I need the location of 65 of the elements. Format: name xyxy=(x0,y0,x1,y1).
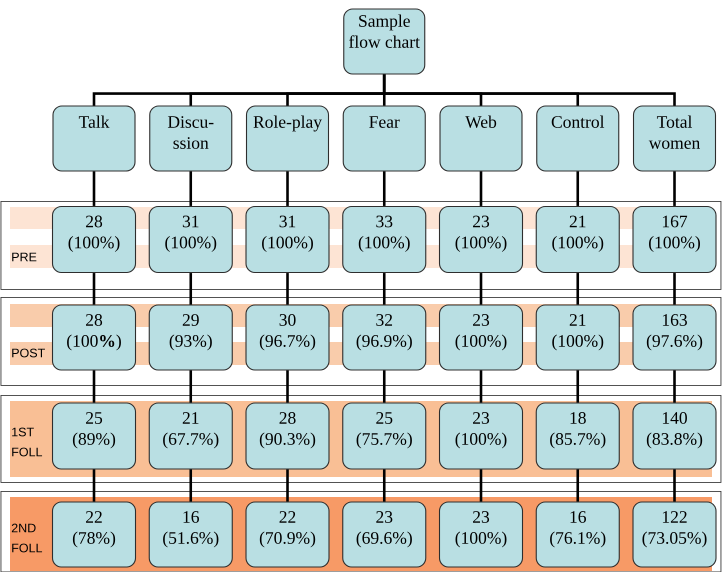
connector-line xyxy=(286,470,289,502)
rounded-box: 16 (76.1%) xyxy=(536,501,620,568)
rounded-box: Sample flow chart xyxy=(343,8,426,75)
connector-line xyxy=(286,370,289,402)
connector-line xyxy=(382,470,386,502)
connector-line xyxy=(92,172,96,206)
rounded-box: 140 (83.8%) xyxy=(632,402,717,470)
rounded-box: Control xyxy=(536,105,620,172)
connector-line xyxy=(576,273,580,304)
connector-line xyxy=(480,172,482,206)
connector-line xyxy=(673,172,676,206)
rounded-box: 16 (51.6%) xyxy=(148,501,233,568)
rounded-box: Discu- ssion xyxy=(149,105,232,172)
connector-line xyxy=(673,470,676,502)
rounded-box: 21 (67.7%) xyxy=(148,402,233,470)
rounded-box: 23 (100%) xyxy=(438,402,524,470)
rounded-box: 22 (78%) xyxy=(52,501,136,568)
connector-line xyxy=(382,273,386,304)
rounded-box: 23 (69.6%) xyxy=(342,501,426,568)
rounded-box: 21 (100%) xyxy=(536,304,620,371)
connector-line xyxy=(480,370,482,402)
connector-line xyxy=(480,273,482,304)
rounded-box: 33 (100%) xyxy=(342,206,426,274)
connector-line xyxy=(286,172,289,206)
connector-line xyxy=(92,370,96,402)
connector-line xyxy=(576,172,580,206)
rounded-box: 18 (85.7%) xyxy=(536,402,620,470)
rounded-box: Total women xyxy=(632,105,716,172)
connector-line xyxy=(576,470,580,502)
connector-line xyxy=(382,370,386,402)
connector-line xyxy=(189,370,192,402)
connector-line xyxy=(673,273,676,304)
rounded-box: 167 (100%) xyxy=(632,206,717,274)
rounded-box: Web xyxy=(439,105,523,172)
rounded-box: Fear xyxy=(342,105,426,172)
rounded-box: 30 (96.7%) xyxy=(245,304,330,371)
connector-line xyxy=(382,74,676,106)
connector-line xyxy=(92,470,96,502)
rounded-box: 25 (89%) xyxy=(52,402,136,470)
rounded-box: 29 (93%) xyxy=(148,304,233,371)
rounded-box: 163 (97.6%) xyxy=(632,304,717,371)
rounded-box: 122 (73.05%) xyxy=(632,501,717,568)
connector-line xyxy=(189,470,192,502)
rounded-box: 21 (100%) xyxy=(536,206,620,274)
connector-line xyxy=(382,172,386,206)
connector-line xyxy=(92,273,96,304)
rounded-box: 28 (100%) xyxy=(52,206,136,274)
connector-line xyxy=(673,370,676,402)
rounded-box: 23 (100%) xyxy=(438,501,524,568)
rounded-box: 31 (100%) xyxy=(148,206,233,274)
rounded-box: 23 (100%) xyxy=(438,206,524,274)
rounded-box: 28 (100%) xyxy=(52,304,136,371)
rounded-box: 25 (75.7%) xyxy=(342,402,426,470)
connector-line xyxy=(286,273,289,304)
rounded-box: 23 (100%) xyxy=(438,304,524,371)
connector-line xyxy=(189,172,192,206)
rounded-box: 32 (96.9%) xyxy=(342,304,426,371)
connector-line xyxy=(480,470,482,502)
rounded-box: 28 (90.3%) xyxy=(245,402,330,470)
connector-line xyxy=(189,273,192,304)
rounded-box: 31 (100%) xyxy=(245,206,330,274)
rounded-box: Role-play xyxy=(246,105,330,172)
connector-line xyxy=(576,370,580,402)
rounded-box: Talk xyxy=(52,105,136,172)
rounded-box: 22 (70.9%) xyxy=(245,501,330,568)
